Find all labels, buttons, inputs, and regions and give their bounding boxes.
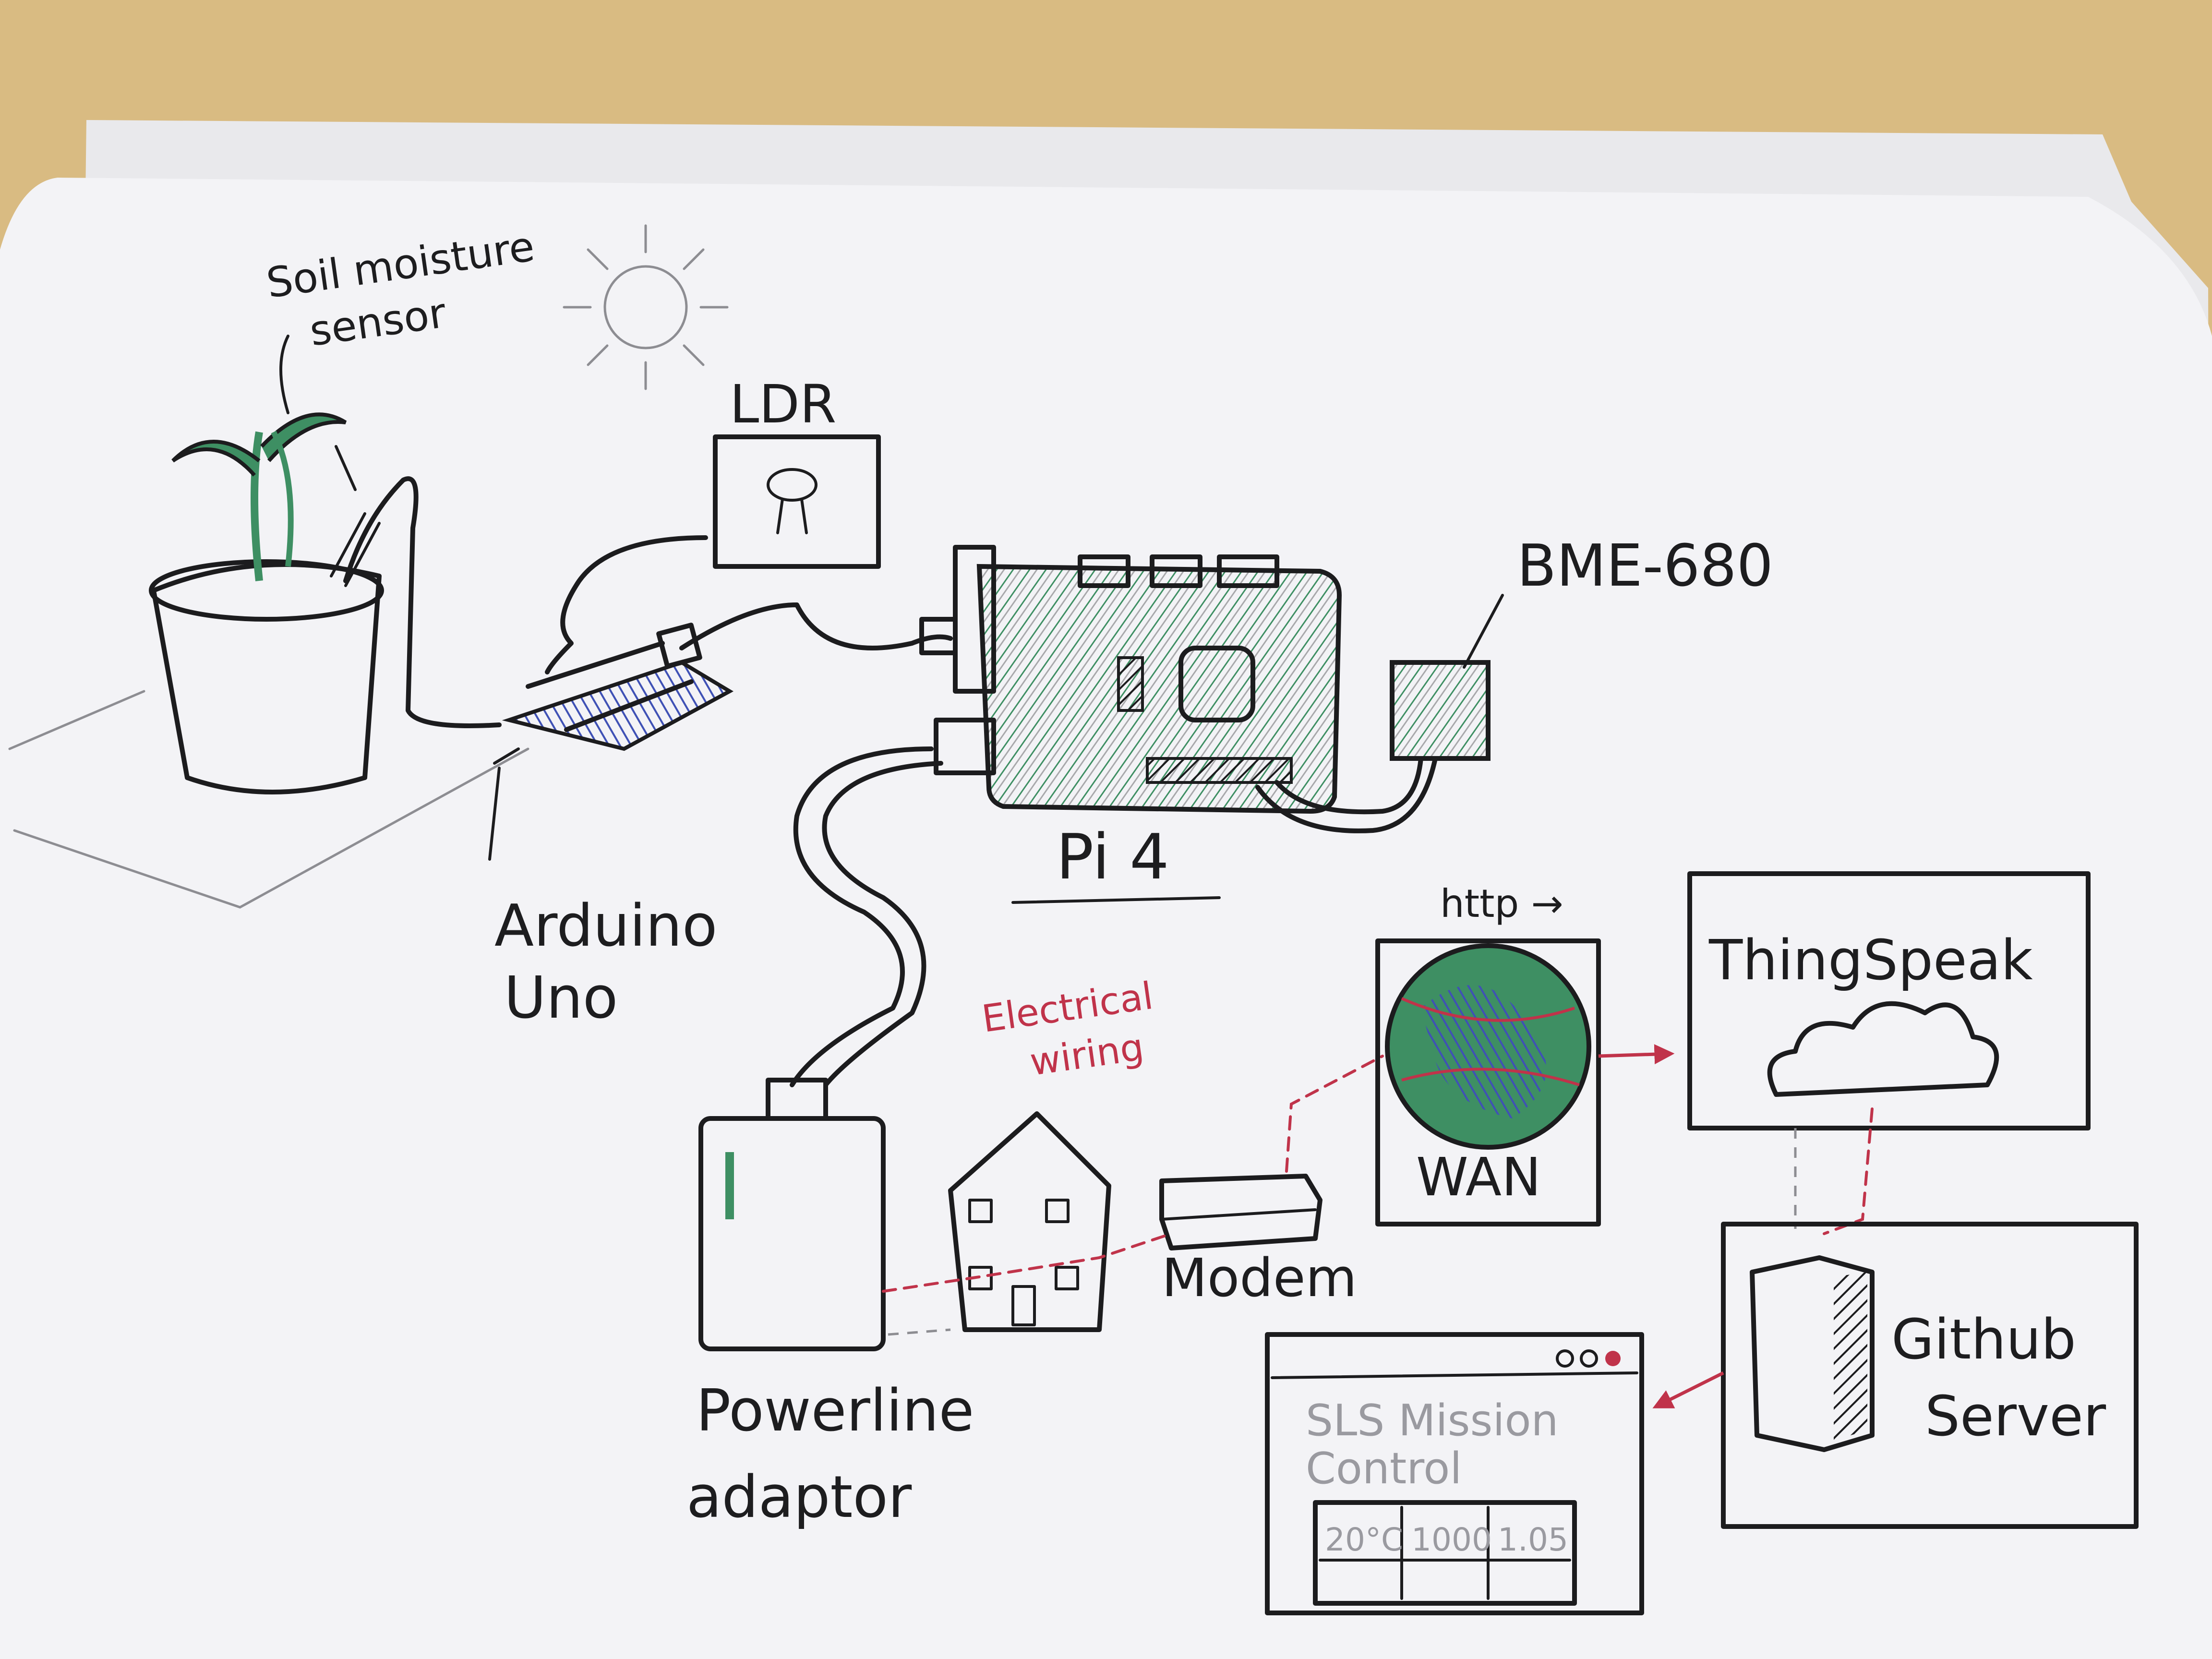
mission-control-title: SLS Mission Control xyxy=(1306,1395,1559,1494)
power-cable xyxy=(790,746,934,1087)
bme680-label: BME-680 xyxy=(1517,533,1773,600)
thingspeak-label: ThingSpeak xyxy=(1708,928,2033,993)
mission-label-line2: Control xyxy=(1306,1443,1462,1494)
modem-to-wan-wire xyxy=(1285,1055,1384,1173)
powerline-label-line2: adaptor xyxy=(686,1464,912,1531)
modem-label: Modem xyxy=(1162,1247,1357,1309)
http-label: http → xyxy=(1440,881,1563,926)
github-label-line2: Server xyxy=(1925,1384,2106,1449)
wan-to-thingspeak-arrow xyxy=(1598,1044,1675,1065)
soil-sensor-cable xyxy=(343,476,502,728)
ldr-label: LDR xyxy=(730,373,836,435)
notebook-page xyxy=(0,178,2212,1659)
powerline-adaptor xyxy=(698,1078,886,1351)
github-label-line1: Github xyxy=(1891,1308,2076,1372)
mission-control-table: 20°C 1000 1.05 xyxy=(1325,1521,1568,1558)
plant-pot-icon xyxy=(8,412,529,909)
arduino-label-line1: Arduino xyxy=(494,893,717,960)
thingspeak-cloud-service xyxy=(1687,871,2091,1130)
raspberry-pi-4-board xyxy=(919,545,1342,814)
modem-icon xyxy=(1159,1174,1322,1250)
ldr-sensor xyxy=(713,434,881,569)
table-cell-pressure: 1000 xyxy=(1411,1521,1492,1558)
table-cell-value: 1.05 xyxy=(1498,1521,1568,1558)
wan-internet xyxy=(1375,938,1601,1226)
arduino-label-line2: Uno xyxy=(504,965,618,1032)
grey-wire xyxy=(888,1328,951,1336)
github-to-mission-arrow xyxy=(1652,1371,1724,1408)
github-label: Github Server xyxy=(1891,1308,2106,1449)
powerline-to-house-wire xyxy=(882,1232,1173,1293)
table-cell-temperature: 20°C xyxy=(1325,1521,1403,1558)
github-server xyxy=(1721,1222,2139,1529)
pi4-label: Pi 4 xyxy=(1056,820,1169,893)
mission-control-window xyxy=(1265,1332,1644,1615)
powerline-label-line1: Powerline xyxy=(696,1378,974,1444)
powerline-label: Powerline adaptor xyxy=(686,1378,974,1531)
bme680-sensor xyxy=(1255,594,1504,833)
thingspeak-to-github-wire xyxy=(1823,1107,1874,1235)
wan-label: WAN xyxy=(1416,1146,1541,1208)
mission-label-line1: SLS Mission xyxy=(1306,1395,1559,1446)
sun-icon xyxy=(563,224,729,390)
arduino-label: Arduino Uno xyxy=(494,893,717,1032)
